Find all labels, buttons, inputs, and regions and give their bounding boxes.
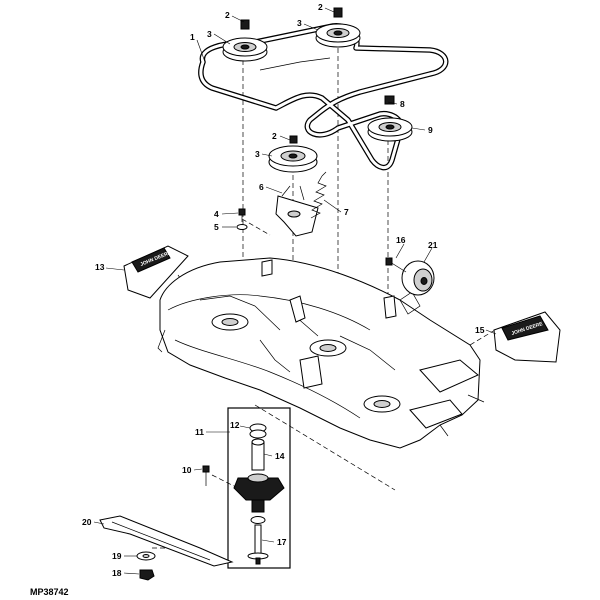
idler-pulley-right — [367, 95, 413, 142]
pulley-top-left — [222, 19, 268, 62]
deflector-shield-right: JOHN DEERE — [493, 311, 561, 363]
mower-blade — [99, 515, 234, 567]
callout-18: 18 — [112, 568, 122, 578]
callout-20: 20 — [82, 517, 92, 527]
callout-5: 5 — [214, 222, 219, 232]
spindle-bolt — [202, 465, 210, 486]
callout-2-center: 2 — [272, 131, 277, 141]
leader-lines — [93, 7, 497, 575]
callout-9: 9 — [428, 125, 433, 135]
callout-6: 6 — [259, 182, 264, 192]
callout-21: 21 — [428, 240, 438, 250]
callout-19: 19 — [112, 551, 122, 561]
gauge-wheel — [401, 260, 435, 296]
callout-16: 16 — [396, 235, 406, 245]
callout-2-top-left: 2 — [225, 10, 230, 20]
pulley-top-right — [315, 7, 361, 48]
blade-nut — [139, 569, 155, 581]
callout-4: 4 — [214, 209, 219, 219]
callout-8: 8 — [400, 99, 405, 109]
bolt-and-washer — [236, 208, 248, 230]
idler-arm — [275, 185, 319, 237]
callout-12: 12 — [230, 420, 240, 430]
blade-washer — [136, 551, 156, 561]
callout-3-top-right: 3 — [297, 18, 302, 28]
callout-10: 10 — [182, 465, 192, 475]
wheel-bolt — [385, 257, 407, 273]
callout-2-top-right: 2 — [318, 2, 323, 12]
callout-3-top-left: 3 — [207, 29, 212, 39]
callout-15: 15 — [475, 325, 485, 335]
spindle-assembly — [233, 423, 285, 565]
spindle-assembly-box — [227, 407, 291, 569]
callout-3-center: 3 — [255, 149, 260, 159]
callout-7: 7 — [344, 207, 349, 217]
tension-spring — [310, 171, 327, 219]
callout-11: 11 — [195, 427, 204, 437]
callout-labels: 1 2 3 2 3 8 9 2 3 6 7 4 5 16 21 13 15 11… — [82, 2, 485, 578]
callout-14: 14 — [275, 451, 285, 461]
deflector-shield-left: JOHN DEERE — [123, 245, 189, 299]
mower-deck-housing — [157, 257, 485, 449]
callout-13: 13 — [95, 262, 105, 272]
callout-17: 17 — [277, 537, 287, 547]
diagram-reference-code: MP38742 — [30, 587, 69, 597]
callout-1: 1 — [190, 32, 195, 42]
pulley-center — [268, 135, 318, 173]
